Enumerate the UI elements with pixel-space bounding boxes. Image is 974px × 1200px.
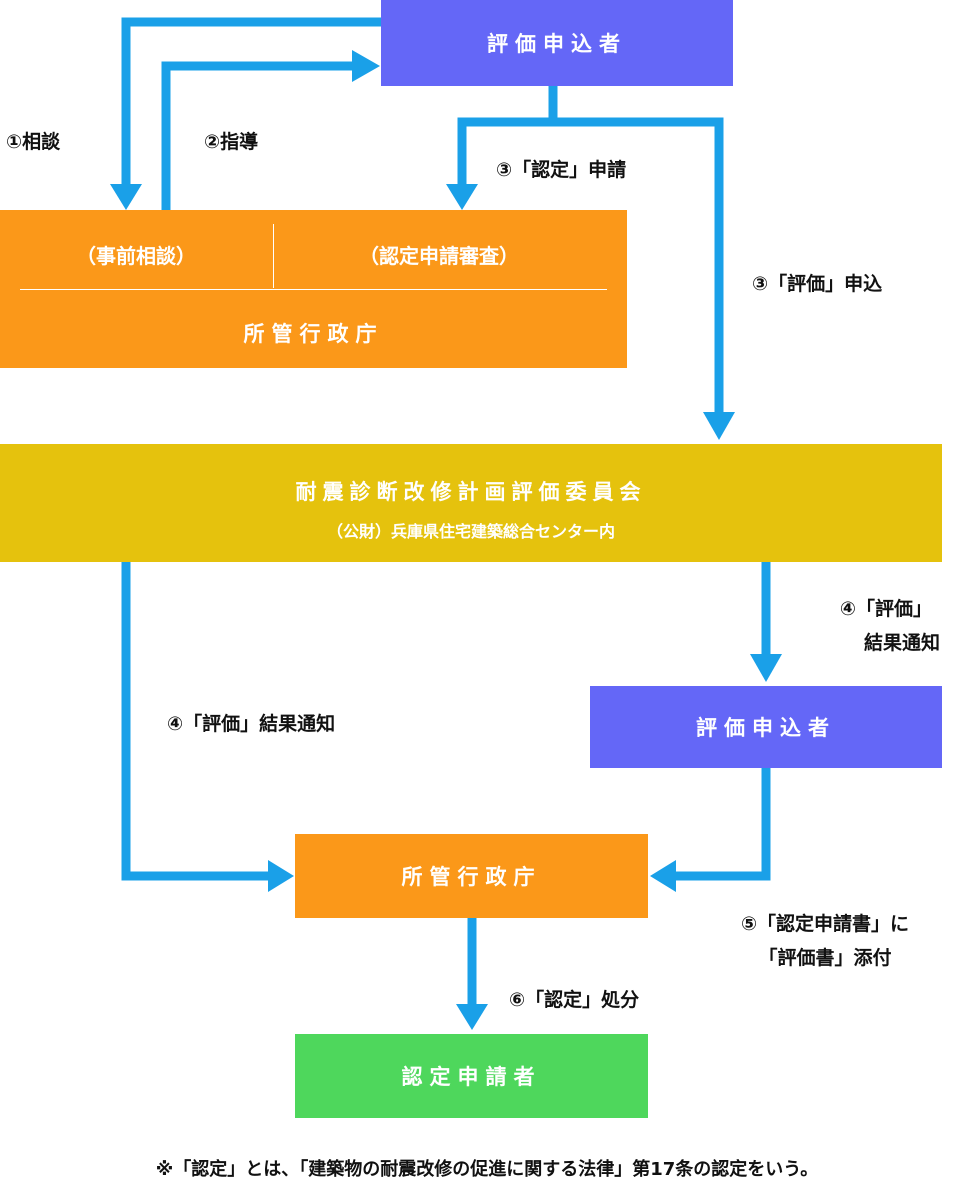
node-authority-bottom-label: 所管行政庁 <box>401 865 542 889</box>
arrowhead-consult <box>110 184 142 210</box>
committee-name: 耐震診断改修計画評価委員会 <box>295 480 647 504</box>
node-applicant-top: 評価申込者 <box>381 0 733 86</box>
step5-label: ⑤「認定申請書」に 「評価書」添付 <box>690 912 960 971</box>
node-applicant-mid: 評価申込者 <box>590 686 942 768</box>
authority-top-vertical-divider <box>273 224 274 288</box>
node-authority-top: （事前相談） （認定申請審査） 所管行政庁 <box>0 210 627 368</box>
step5-line1: ⑤「認定申請書」に <box>740 913 910 935</box>
step1-label: ①相談 <box>6 131 61 153</box>
arrowhead-cert-application <box>446 184 478 210</box>
arrow-attach-eval <box>674 768 771 881</box>
node-applicant-mid-label: 評価申込者 <box>696 716 836 740</box>
arrow-eval-result-left <box>121 562 270 881</box>
node-committee: 耐震診断改修計画評価委員会 （公財）兵庫県住宅建築総合センター内 <box>0 444 942 562</box>
arrow-cert-application <box>457 86 558 190</box>
step5-line2: 「評価書」添付 <box>758 946 892 969</box>
arrow-consult <box>121 17 384 190</box>
arrowhead-eval-result-left <box>268 860 294 892</box>
arrowhead-cert-disposition <box>456 1004 488 1030</box>
node-applicant-top-label: 評価申込者 <box>487 32 627 56</box>
committee-sub: （公財）兵庫県住宅建築総合センター内 <box>326 522 615 541</box>
authority-top-right-section: （認定申請審査） <box>359 244 519 268</box>
authority-top-name: 所管行政庁 <box>243 322 384 346</box>
step3-eval-label: ③「評価」申込 <box>752 273 883 295</box>
authority-top-horizontal-divider <box>20 289 607 290</box>
node-authority-bottom: 所管行政庁 <box>295 834 648 918</box>
node-certified: 認定申請者 <box>295 1034 648 1118</box>
arrow-eval-application <box>553 117 724 416</box>
step4-left-label: ④「評価」結果通知 <box>167 713 336 735</box>
arrowhead-guidance <box>352 50 380 82</box>
arrowhead-eval-result-right <box>750 654 782 682</box>
node-certified-label: 認定申請者 <box>401 1065 542 1089</box>
authority-top-left-section: （事前相談） <box>76 244 196 268</box>
step2-label: ②指導 <box>204 131 259 153</box>
arrowhead-attach-eval <box>650 860 676 892</box>
step6-label: ⑥「認定」処分 <box>509 989 640 1011</box>
step4-right-line1: ④「評価」 <box>839 598 932 620</box>
footnote: ※「認定」とは、「建築物の耐震改修の促進に関する法律」第17条の認定をいう。 <box>155 1159 819 1180</box>
step4-right-label: ④「評価」 結果通知 <box>780 597 940 656</box>
step4-right-line2: 結果通知 <box>863 631 940 654</box>
arrowhead-eval-application <box>703 412 735 440</box>
arrow-guidance <box>161 61 354 210</box>
step3-cert-label: ③「認定」申請 <box>496 159 627 181</box>
